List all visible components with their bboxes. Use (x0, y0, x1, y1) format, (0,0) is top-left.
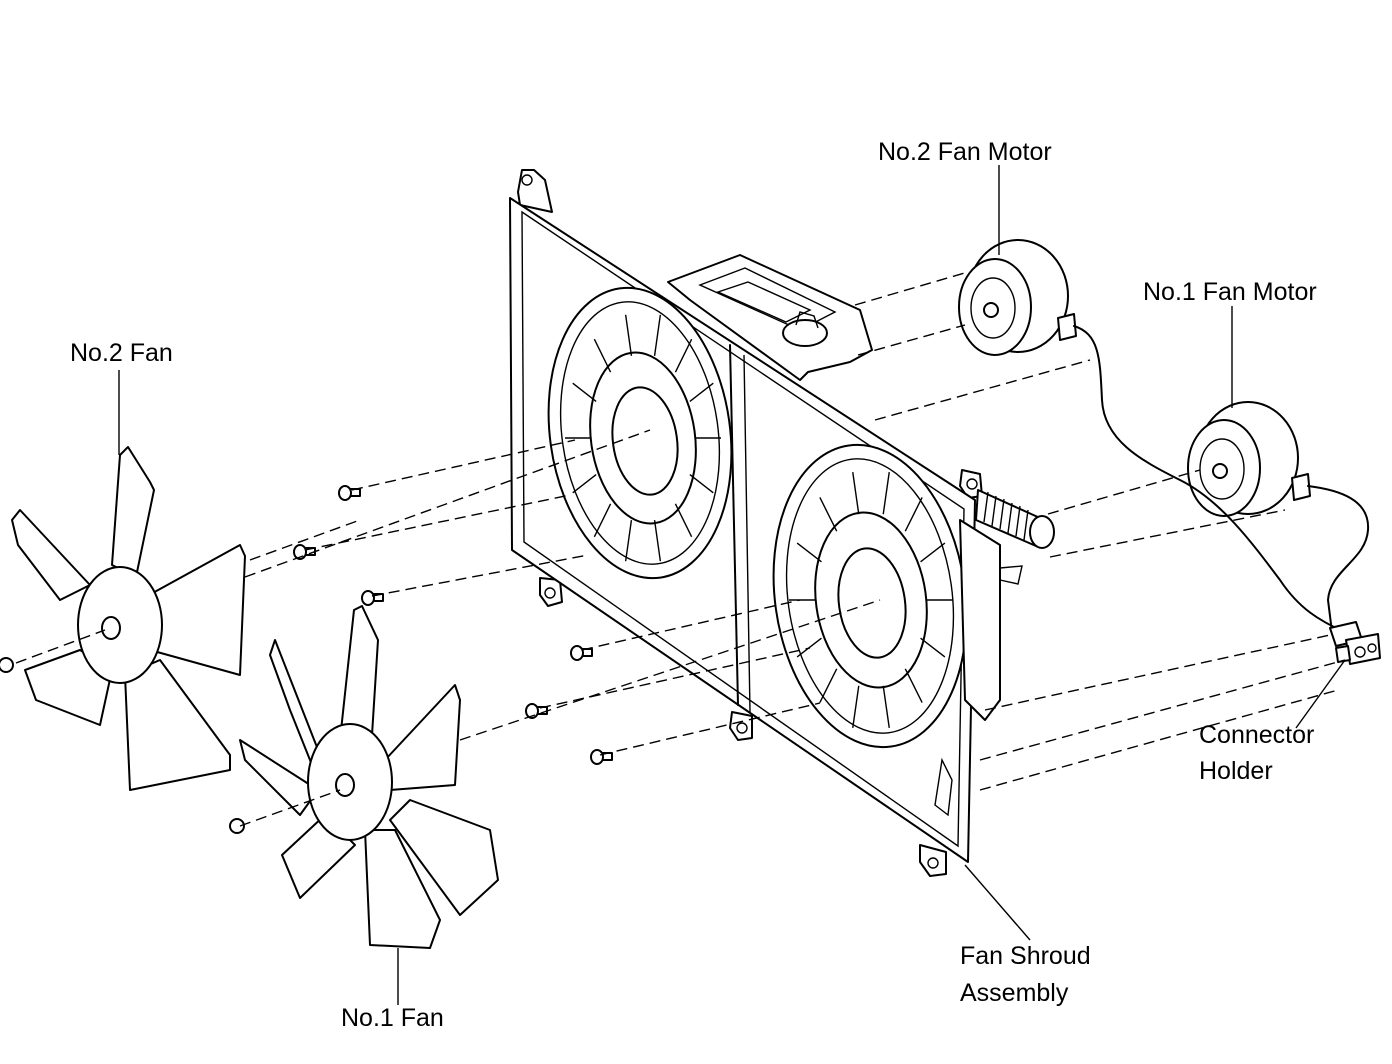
label-no2-fan-motor: No.2 Fan Motor (878, 138, 1052, 166)
label-no1-fan-motor: No.1 Fan Motor (1143, 278, 1317, 306)
label-no1-fan: No.1 Fan (341, 1004, 444, 1032)
fan-shroud-assembly (509, 169, 1055, 877)
no1-fan-motor (1187, 401, 1311, 517)
bolt (525, 703, 548, 719)
wire-harness (1073, 325, 1370, 633)
label-fan-shroud-line1: Fan Shroud (960, 942, 1091, 970)
bolt (361, 590, 384, 606)
bolts (293, 485, 613, 765)
assembly-lines (15, 271, 1346, 827)
no1-fan (229, 605, 499, 949)
bolt (570, 645, 593, 661)
no2-fan (0, 446, 246, 791)
bolt (590, 749, 613, 765)
label-connector-holder-line1: Connector (1199, 721, 1315, 749)
leader-lines (118, 165, 1346, 1005)
bellows-hose (975, 489, 1055, 549)
label-no2-fan: No.2 Fan (70, 339, 173, 367)
label-fan-shroud-line2: Assembly (960, 979, 1069, 1007)
bolt (338, 485, 361, 501)
label-connector-holder-line2: Holder (1199, 757, 1273, 785)
connector-holder (1329, 621, 1381, 665)
no2-fan-motor (958, 239, 1077, 356)
